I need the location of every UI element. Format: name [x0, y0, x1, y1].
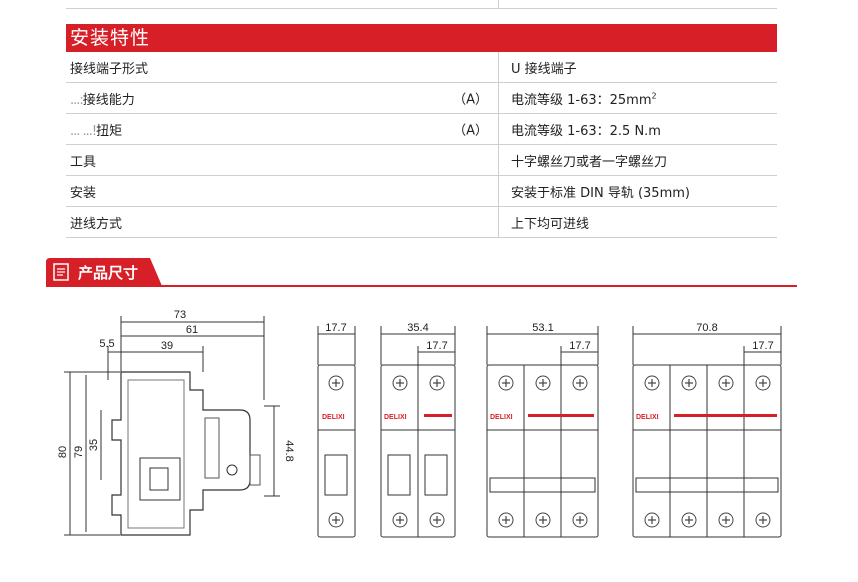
- section-tab-dimensions: [46, 258, 162, 286]
- brand-logo: DELIXI: [384, 414, 407, 421]
- front-view-1p: [317, 326, 356, 538]
- dim-label: 61: [186, 324, 198, 336]
- front-view-4p: [632, 326, 782, 538]
- row-value: 电流等级 1-63：25mm2: [498, 82, 777, 114]
- row-value: 上下均可进线: [498, 206, 777, 238]
- dim-label: 17.7: [325, 322, 346, 334]
- row-value: 安装于标准 DIN 导轨 (35mm): [498, 175, 777, 207]
- dim-label: 44.8: [283, 440, 295, 461]
- table-row: 接线端子形式 U 接线端子: [66, 52, 777, 83]
- dim-label: 79: [73, 446, 85, 458]
- row-label: ... ...!扭矩 （A）: [66, 113, 499, 145]
- row-label: ...:接线能力 （A）: [66, 82, 499, 114]
- dim-label: 53.1: [532, 322, 553, 334]
- row-label: 进线方式: [66, 206, 499, 238]
- brand-logo: DELIXI: [636, 414, 659, 421]
- document-icon: [53, 263, 69, 281]
- row-unit: （A）: [453, 92, 488, 108]
- dim-label: 17.7: [426, 340, 447, 352]
- install-spec-table: 接线端子形式 U 接线端子 ...:接线能力 （A） 电流等级 1-63：25m…: [66, 52, 777, 238]
- dim-label: 17.7: [752, 340, 773, 352]
- table-row: 安装 安装于标准 DIN 导轨 (35mm): [66, 175, 777, 207]
- dim-label: 39: [161, 340, 173, 352]
- brand-logo: DELIXI: [322, 414, 345, 421]
- front-view-2p: [380, 326, 456, 538]
- front-view-3p: [486, 326, 599, 538]
- dim-label: 35: [88, 439, 100, 451]
- section-divider: [46, 285, 797, 287]
- row-label: 工具: [66, 144, 499, 176]
- dim-label: 35.4: [407, 322, 428, 334]
- side-view-drawing: [64, 316, 280, 536]
- table-row: ... ...!扭矩 （A） 电流等级 1-63：2.5 N.m: [66, 113, 777, 145]
- row-label: 接线端子形式: [66, 52, 499, 83]
- previous-table-bottom: [66, 0, 777, 9]
- section-title-dimensions: 产品尺寸: [78, 264, 139, 282]
- table-row: 进线方式 上下均可进线: [66, 206, 777, 238]
- dim-label: 70.8: [696, 322, 717, 334]
- row-value: 十字螺丝刀或者一字螺丝刀: [498, 144, 777, 176]
- section-title-install: 安装特性: [66, 24, 777, 52]
- dim-label: 5.5: [99, 338, 114, 350]
- dim-label: 73: [174, 309, 186, 321]
- row-value: 电流等级 1-63：2.5 N.m: [498, 113, 777, 145]
- row-label-prefix: ... ...!: [70, 123, 97, 139]
- brand-logo: DELIXI: [490, 414, 513, 421]
- table-row: ...:接线能力 （A） 电流等级 1-63：25mm2: [66, 82, 777, 114]
- table-row: 工具 十字螺丝刀或者一字螺丝刀: [66, 144, 777, 176]
- row-label-prefix: ...:: [70, 92, 84, 108]
- row-unit: （A）: [453, 123, 488, 139]
- row-label: 安装: [66, 175, 499, 207]
- row-value: U 接线端子: [498, 52, 777, 83]
- dim-label: 80: [57, 446, 69, 458]
- dim-label: 17.7: [569, 340, 590, 352]
